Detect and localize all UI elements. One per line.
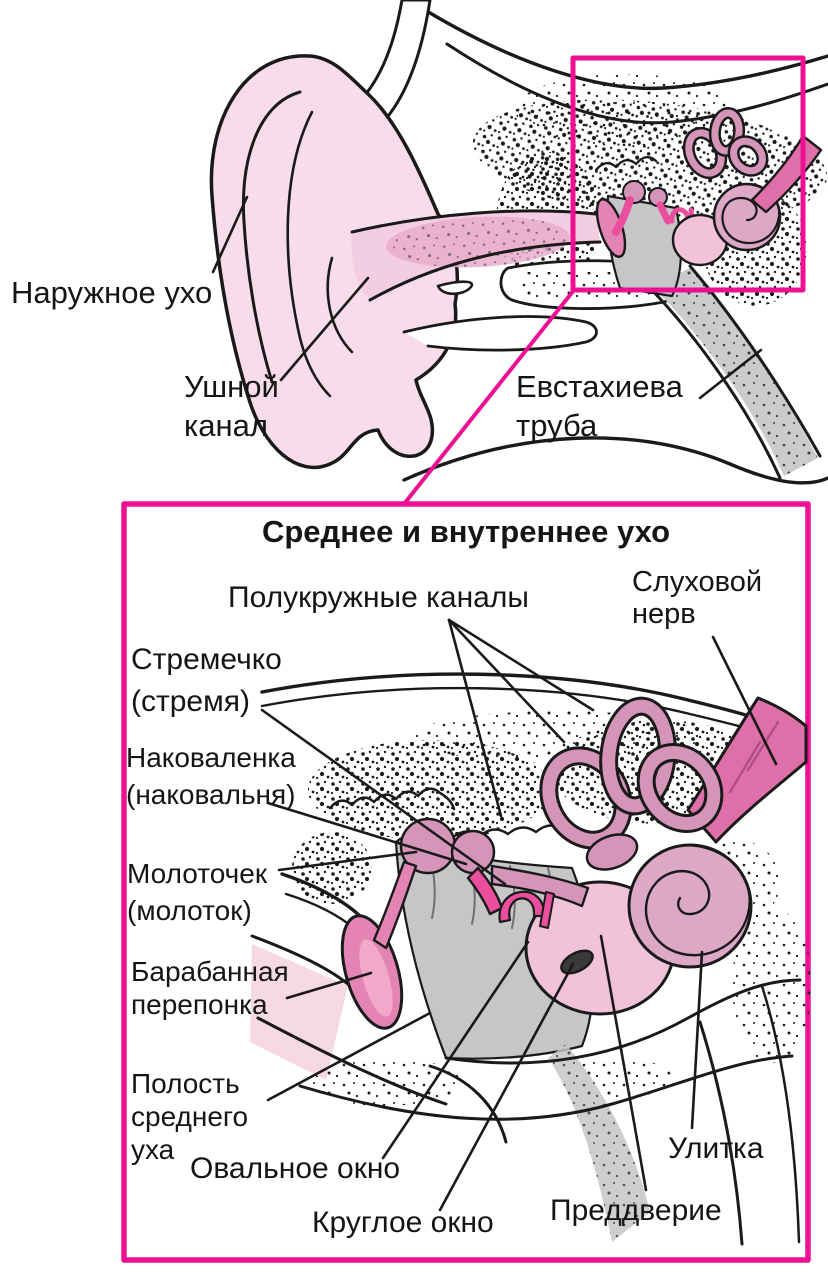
label-eustachian-tube: Евстахиева труба [516, 369, 683, 443]
label-stapes: Стремечко (стремя) [131, 643, 282, 718]
label-oval-window: Овальное окно [190, 1152, 401, 1185]
label-ear-canal: Ушной канал [184, 369, 279, 443]
label-auditory-nerve: Слуховой нерв [632, 566, 763, 630]
top-pointer-lines [211, 195, 763, 400]
inset-connector-line [402, 288, 576, 506]
label-outer-ear: Наружное ухо [11, 275, 213, 310]
outer-ear-shape [209, 54, 460, 470]
label-semicircular-canals: Полукружные каналы [228, 581, 529, 614]
middle-ear-cavity-shape [394, 840, 595, 1060]
semicircular-canals-shape [539, 696, 724, 871]
label-round-window: Круглое окно [312, 1206, 494, 1239]
mini-semicircular-canals [682, 107, 769, 180]
label-eardrum: Барабанная перепонка [131, 956, 289, 1020]
label-middle-ear-cavity: Полость среднего уха [131, 1068, 249, 1165]
mini-inner-ear [594, 107, 823, 298]
ossicles-shape [340, 817, 590, 1030]
highlight-rectangle [570, 55, 806, 293]
inset-view-art [121, 501, 812, 1263]
inset-title: Среднее и внутреннее ухо [261, 514, 671, 549]
label-incus: Наковаленка (наковальня) [126, 742, 296, 810]
label-cochlea: Улитка [668, 1132, 764, 1165]
inset-pointer-lines [260, 618, 778, 1212]
round-window-shape [560, 949, 594, 975]
label-vestibule: Преддверие [550, 1194, 722, 1227]
top-view-art [209, 0, 828, 506]
label-malleus: Молоточек (молоток) [127, 858, 268, 926]
